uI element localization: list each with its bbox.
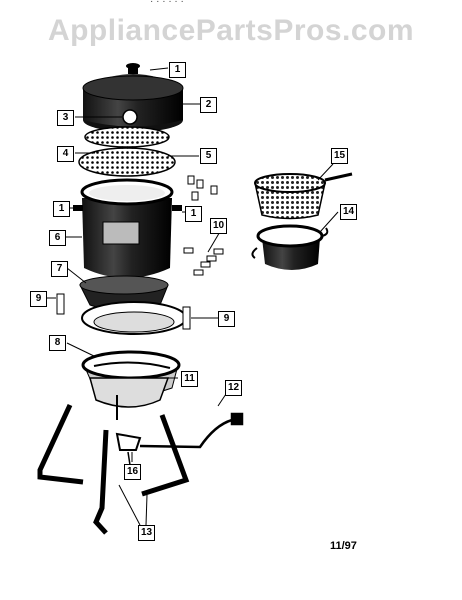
clip-hardware [183, 175, 224, 276]
top-edge-text: · · · · · · [150, 0, 184, 7]
lid-part [82, 63, 184, 132]
callout-1-lid: 1 [169, 62, 186, 78]
watermark-logo: AppliancePartsPros.com [47, 14, 415, 47]
callout-10: 10 [210, 218, 227, 234]
diagram-date-code: 11/97 [330, 540, 357, 552]
legs-part [37, 403, 190, 535]
leader-lines [47, 67, 339, 526]
power-cord-part [139, 412, 244, 449]
callout-13: 13 [138, 525, 155, 541]
smoker-body-part [73, 178, 182, 278]
heating-element-part [89, 377, 170, 420]
callout-2: 2 [200, 97, 217, 113]
fryer-pot-part [251, 224, 329, 270]
callout-14: 14 [340, 204, 357, 220]
callout-9-right: 9 [218, 311, 235, 327]
callout-8: 8 [49, 335, 66, 351]
callout-11: 11 [181, 371, 198, 387]
callout-3: 3 [57, 110, 74, 126]
callout-1-left-handle: 1 [53, 201, 70, 217]
callout-5: 5 [200, 148, 217, 164]
callout-16: 16 [124, 464, 141, 480]
controller-part [115, 432, 142, 466]
callout-6: 6 [49, 230, 66, 246]
grate-lower [78, 147, 176, 177]
callout-15: 15 [331, 148, 348, 164]
grate-upper [84, 126, 170, 148]
callout-1-right-handle: 1 [185, 206, 202, 222]
callout-9-left: 9 [30, 291, 47, 307]
fryer-basket-part [254, 172, 353, 220]
callout-12: 12 [225, 380, 242, 396]
callout-7: 7 [51, 261, 68, 277]
charcoal-pan-part [56, 293, 191, 335]
callout-4: 4 [57, 146, 74, 162]
